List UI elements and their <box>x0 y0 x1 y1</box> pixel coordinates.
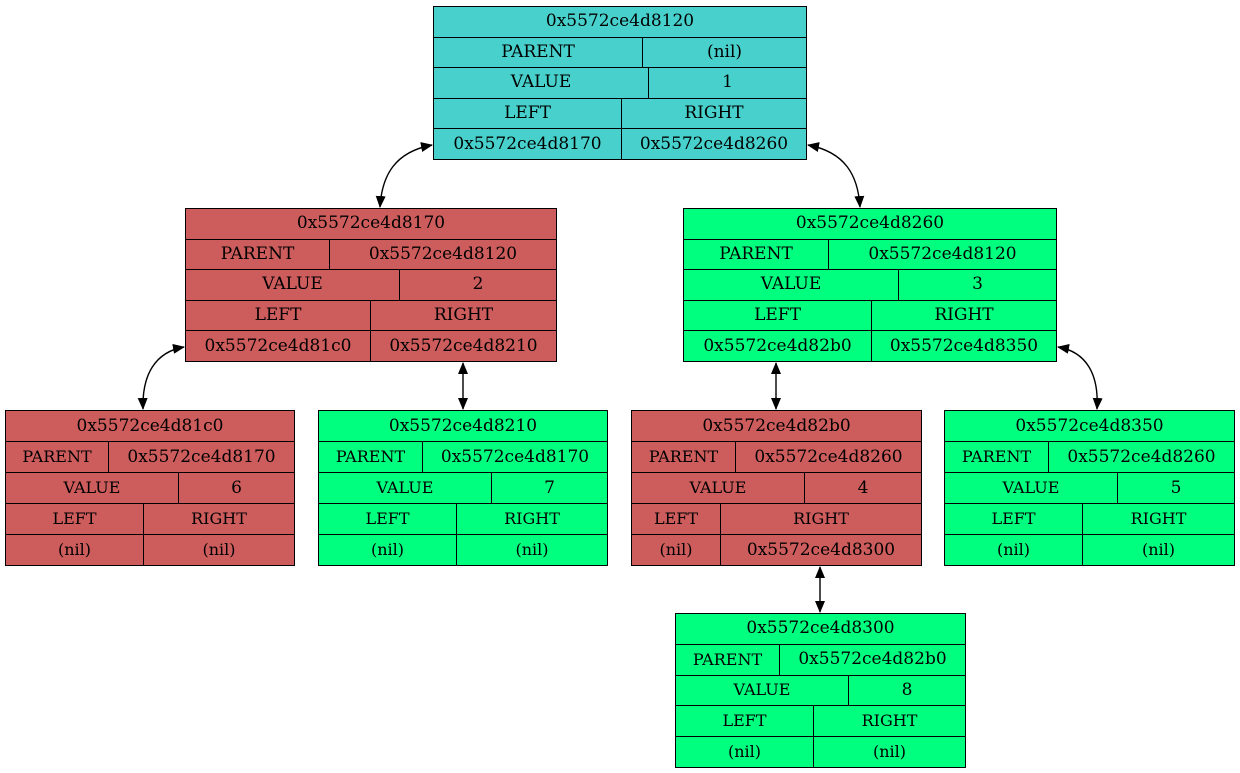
right-label: RIGHT <box>813 706 965 737</box>
left-pointer: 0x5572ce4d82b0 <box>703 335 852 356</box>
left-pointer: (nil) <box>727 742 762 762</box>
node-value: 8 <box>848 675 965 706</box>
left-label: LEFT <box>653 509 699 528</box>
parent-value: 0x5572ce4d8170 <box>108 442 294 472</box>
parent-label: PARENT <box>719 243 793 264</box>
parent-value: 0x5572ce4d8170 <box>422 442 607 472</box>
left-pointer: (nil) <box>57 540 92 559</box>
node-address: 0x5572ce4d82b0 <box>702 415 851 436</box>
node-value: 1 <box>648 68 806 98</box>
left-pointer: 0x5572ce4d81c0 <box>204 335 352 356</box>
right-pointer: (nil) <box>143 535 294 565</box>
left-pointer: (nil) <box>996 540 1031 559</box>
right-pointer: 0x5572ce4d8300 <box>720 535 921 565</box>
right-label: RIGHT <box>456 504 607 534</box>
parent-value: 0x5572ce4d8120 <box>828 239 1056 270</box>
edge-n2-to-n6 <box>137 343 185 410</box>
right-pointer: (nil) <box>456 535 607 565</box>
right-pointer: (nil) <box>813 737 965 767</box>
left-pointer: 0x5572ce4d8170 <box>453 133 602 154</box>
right-label: RIGHT <box>871 300 1056 331</box>
tree-node-root: 0x5572ce4d8120 PARENT (nil) VALUE 1 LEFT RI… <box>433 6 807 160</box>
node-address: 0x5572ce4d81c0 <box>76 415 224 436</box>
tree-node-7: 0x5572ce4d8210 PARENT 0x5572ce4d8170 VALU… <box>318 410 608 566</box>
edge-n3-to-n5 <box>1057 343 1103 410</box>
node-address: 0x5572ce4d8170 <box>296 213 446 234</box>
tree-node-2: 0x5572ce4d8170 PARENT 0x5572ce4d8120 VALU… <box>185 208 557 362</box>
node-address: 0x5572ce4d8350 <box>1015 415 1164 436</box>
parent-label: PARENT <box>501 41 575 62</box>
parent-value: 0x5572ce4d8260 <box>735 442 921 472</box>
tree-node-8: 0x5572ce4d8300 PARENT 0x5572ce4d82b0 VALU… <box>675 613 966 768</box>
left-label: LEFT <box>504 103 551 124</box>
left-label: LEFT <box>365 509 410 528</box>
right-pointer: (nil) <box>1082 535 1234 565</box>
node-value: 3 <box>898 270 1056 300</box>
tree-node-3: 0x5572ce4d8260 PARENT 0x5572ce4d8120 VALU… <box>683 208 1057 362</box>
parent-label: PARENT <box>961 447 1032 466</box>
edge-root-to-n3 <box>807 142 865 208</box>
tree-node-6: 0x5572ce4d81c0 PARENT 0x5572ce4d8170 VALU… <box>5 410 295 566</box>
left-pointer: (nil) <box>659 540 693 559</box>
right-pointer: 0x5572ce4d8260 <box>621 129 806 159</box>
parent-value: (nil) <box>642 37 806 68</box>
parent-value: 0x5572ce4d82b0 <box>779 644 965 675</box>
right-label: RIGHT <box>143 504 294 534</box>
right-label: RIGHT <box>621 98 806 129</box>
right-pointer: 0x5572ce4d8350 <box>871 331 1056 361</box>
node-value: 7 <box>491 473 607 503</box>
right-pointer: 0x5572ce4d8210 <box>370 331 556 361</box>
node-address: 0x5572ce4d8120 <box>545 11 695 32</box>
right-label: RIGHT <box>720 504 921 534</box>
right-label: RIGHT <box>1082 504 1234 534</box>
value-label: VALUE <box>63 478 121 497</box>
edge-root-to-n2 <box>375 142 433 208</box>
parent-value: 0x5572ce4d8120 <box>329 239 556 270</box>
parent-label: PARENT <box>220 243 295 264</box>
right-label: RIGHT <box>370 300 556 331</box>
parent-label: PARENT <box>22 447 92 466</box>
value-label: VALUE <box>510 72 572 93</box>
value-label: VALUE <box>376 478 434 497</box>
value-label: VALUE <box>1002 478 1060 497</box>
parent-label: PARENT <box>335 447 406 466</box>
node-address: 0x5572ce4d8300 <box>746 618 895 639</box>
tree-node-4: 0x5572ce4d82b0 PARENT 0x5572ce4d8260 VALU… <box>631 410 922 566</box>
left-label: LEFT <box>722 711 767 731</box>
parent-value: 0x5572ce4d8260 <box>1048 442 1234 472</box>
value-label: VALUE <box>689 478 747 497</box>
node-value: 6 <box>178 473 294 503</box>
left-pointer: (nil) <box>370 540 405 559</box>
value-label: VALUE <box>262 274 323 295</box>
left-label: LEFT <box>754 305 801 326</box>
node-value: 2 <box>399 270 556 300</box>
parent-label: PARENT <box>648 447 719 466</box>
parent-label: PARENT <box>692 649 763 669</box>
left-label: LEFT <box>991 509 1036 528</box>
value-label: VALUE <box>760 274 822 295</box>
node-address: 0x5572ce4d8210 <box>388 415 538 436</box>
node-address: 0x5572ce4d8260 <box>795 213 945 234</box>
value-label: VALUE <box>733 680 791 700</box>
tree-node-5: 0x5572ce4d8350 PARENT 0x5572ce4d8260 VALU… <box>944 410 1235 566</box>
node-value: 4 <box>804 473 921 503</box>
left-label: LEFT <box>52 509 97 528</box>
node-value: 5 <box>1117 473 1234 503</box>
left-label: LEFT <box>254 305 302 326</box>
